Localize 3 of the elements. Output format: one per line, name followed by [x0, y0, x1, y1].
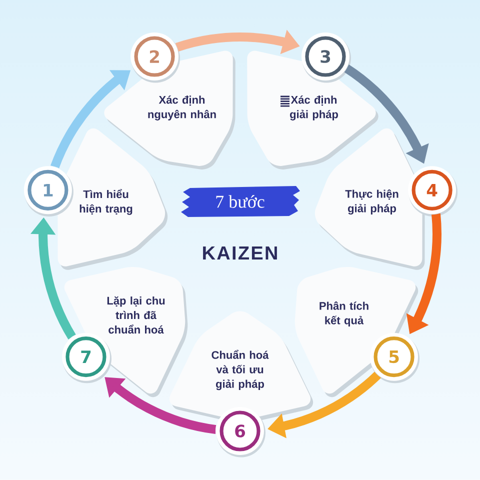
- center-title: KAIZEN: [203, 246, 277, 260]
- brush-banner: 7 bước: [181, 186, 300, 217]
- step-card: Thực hiện giải pháp: [314, 128, 425, 270]
